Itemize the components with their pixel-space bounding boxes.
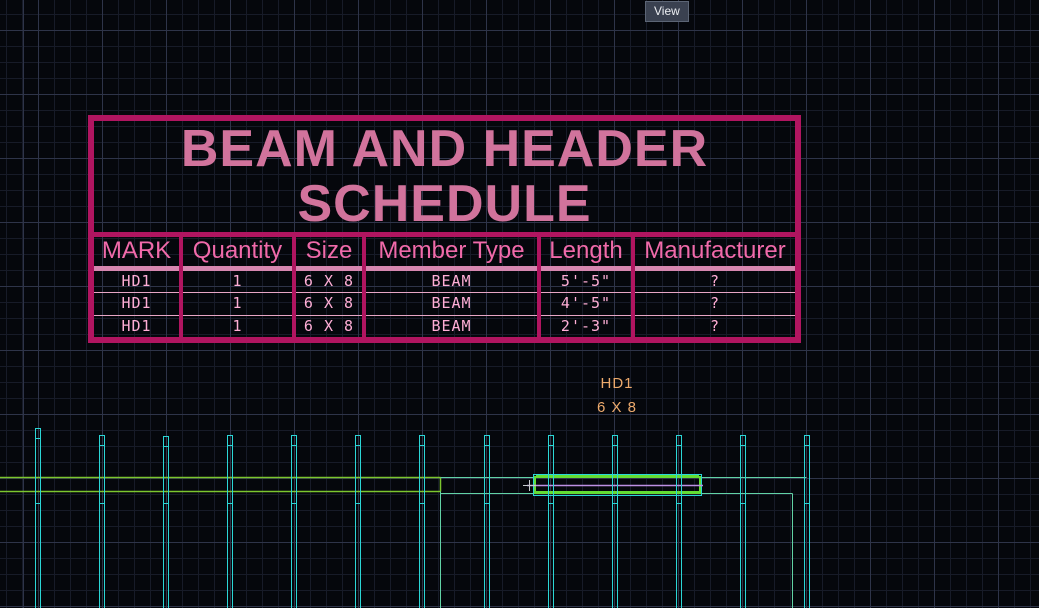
cell-mark: HD1 — [121, 317, 152, 335]
joist[interactable] — [419, 435, 425, 608]
joist[interactable] — [291, 435, 297, 608]
joist[interactable] — [548, 435, 554, 608]
column-header-member-type: Member Type — [378, 237, 525, 264]
cell-size: 6 X 8 — [303, 317, 355, 335]
column-divider — [292, 237, 296, 266]
table-row: HD1 1 6 X 8 BEAM 4'-5" ? — [94, 293, 795, 315]
joists-group — [35, 428, 810, 608]
column-divider — [179, 237, 183, 266]
joist[interactable] — [740, 435, 746, 608]
cell-mark: HD1 — [121, 272, 152, 290]
column-header-quantity: Quantity — [192, 237, 283, 264]
joist[interactable] — [804, 435, 810, 608]
cell-member-type: BEAM — [431, 272, 472, 290]
cell-manufacturer: ? — [709, 294, 721, 312]
joist[interactable] — [612, 435, 618, 608]
table-row: HD1 1 6 X 8 BEAM 2'-3" ? — [94, 316, 795, 338]
joist[interactable] — [35, 428, 41, 608]
cell-member-type: BEAM — [431, 294, 472, 312]
joist[interactable] — [227, 435, 233, 608]
column-header-manufacturer: Manufacturer — [644, 237, 786, 264]
cell-size: 6 X 8 — [303, 294, 355, 312]
joist[interactable] — [676, 435, 682, 608]
header-underline-band — [94, 266, 795, 271]
header-separator — [94, 232, 795, 237]
column-header-mark: MARK — [101, 237, 172, 264]
beam-schedule-table[interactable]: BEAM AND HEADER SCHEDULE MARK Quantity S… — [88, 115, 801, 343]
cell-quantity: 1 — [232, 317, 243, 335]
column-divider — [631, 237, 635, 266]
cell-length: 2'-3" — [560, 317, 612, 335]
cell-quantity: 1 — [232, 272, 243, 290]
joist[interactable] — [99, 435, 105, 608]
cell-member-type: BEAM — [431, 317, 472, 335]
cell-mark: HD1 — [121, 294, 152, 312]
joist[interactable] — [484, 435, 490, 608]
beam-callout-mark: HD1 — [600, 375, 634, 392]
cell-manufacturer: ? — [709, 272, 721, 290]
column-divider — [362, 237, 366, 266]
column-divider — [537, 237, 541, 266]
table-row: HD1 1 6 X 8 BEAM 5'-5" ? — [94, 271, 795, 292]
cell-quantity: 1 — [232, 294, 243, 312]
table-header-row: MARK Quantity Size Member Type Length Ma… — [94, 237, 795, 266]
column-header-size: Size — [305, 237, 353, 264]
joist[interactable] — [355, 435, 361, 608]
cell-length: 4'-5" — [560, 294, 612, 312]
cell-size: 6 X 8 — [303, 272, 355, 290]
cell-manufacturer: ? — [709, 317, 721, 335]
schedule-title-line2: SCHEDULE — [297, 174, 592, 233]
beam-callout-size: 6 X 8 — [596, 399, 638, 416]
schedule-title: BEAM AND HEADER SCHEDULE — [94, 121, 795, 232]
row-separator — [94, 292, 795, 293]
column-header-length: Length — [549, 237, 623, 264]
row-separator — [94, 315, 795, 316]
schedule-title-line1: BEAM AND HEADER — [180, 119, 709, 178]
cell-length: 5'-5" — [560, 272, 612, 290]
view-tooltip: View — [645, 1, 689, 22]
joist[interactable] — [163, 436, 169, 608]
